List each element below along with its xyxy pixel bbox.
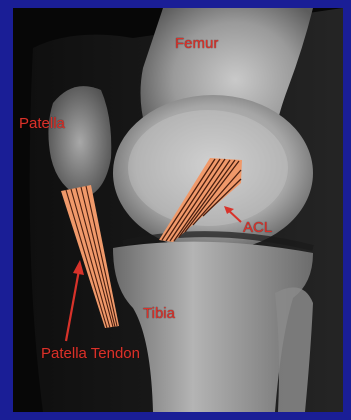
label-acl: ACL	[243, 220, 272, 235]
label-femur: Femur	[175, 36, 218, 51]
label-patella: Patella	[19, 116, 65, 131]
knee-xray-image: Femur Patella ACL Tibia Patella Tendon	[13, 8, 343, 412]
label-tibia: Tibia	[143, 306, 175, 321]
label-patella-tendon: Patella Tendon	[41, 346, 140, 361]
